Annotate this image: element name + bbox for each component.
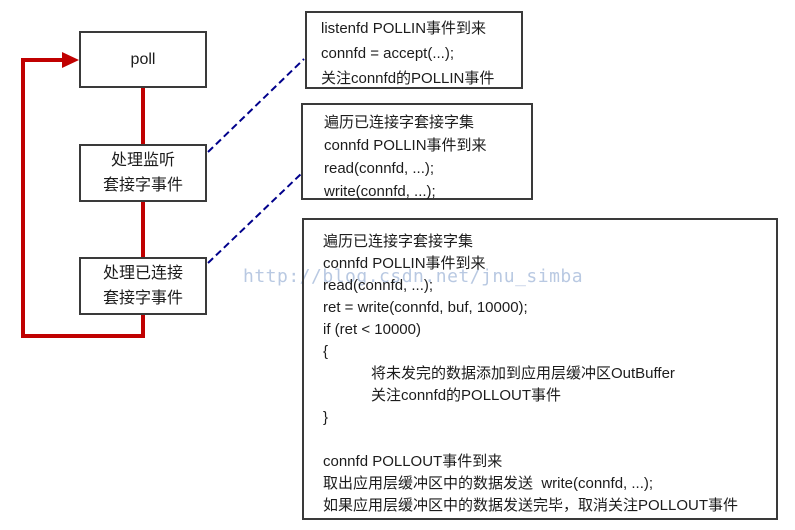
callout-line: write(connfd, ...);: [324, 183, 436, 200]
connected-callout-dashed-connector: [207, 172, 303, 264]
callout-line: connfd POLLIN事件到来: [323, 255, 486, 272]
callout-line: 将未发完的数据添加到应用层缓冲区OutBuffer: [371, 365, 675, 382]
handle-listen-line1: 处理监听: [110, 152, 175, 169]
csdn-watermark: http://blog.csdn.net/jnu_simba: [243, 266, 584, 287]
callout-line: }: [323, 409, 329, 426]
callout-line: [323, 429, 776, 451]
poll-box-label: poll: [130, 51, 156, 68]
callout-line: if (ret < 10000): [323, 321, 421, 338]
callout-line: 取出应用层缓冲区中的数据发送 write(connfd, ...);: [323, 475, 654, 492]
loop-arrowhead-icon: [62, 52, 79, 68]
callout-line: connfd = accept(...);: [321, 45, 454, 62]
callout-line: listenfd POLLIN事件到来: [321, 20, 487, 37]
callout-line: 如果应用层缓冲区中的数据发送完毕，取消关注POLLOUT事件: [323, 497, 739, 514]
callout-line: read(connfd, ...);: [324, 160, 435, 177]
callout-line: ret = write(connfd, buf, 10000);: [323, 299, 528, 316]
buffered-write-callout: 遍历已连接字套接字集 connfd POLLIN事件到来 read(connfd…: [302, 218, 778, 520]
callout-line: 关注connfd的POLLOUT事件: [371, 387, 562, 404]
connected-pollin-callout: 遍历已连接字套接字集 connfd POLLIN事件到来 read(connfd…: [301, 103, 533, 200]
callout-line: {: [323, 343, 329, 360]
handle-connected-socket-box: 处理已连接 套接字事件: [79, 257, 207, 315]
handle-listen-line2: 套接字事件: [102, 177, 183, 194]
callout-line: 遍历已连接字套接字集: [324, 114, 475, 131]
loop-arrow-line: [21, 58, 145, 338]
handle-listen-socket-box: 处理监听 套接字事件: [79, 144, 207, 202]
callout-line: read(connfd, ...);: [323, 277, 434, 294]
listen-callout-dashed-connector: [207, 58, 305, 153]
callout-line: 关注connfd的POLLIN事件: [321, 70, 495, 87]
listen-event-callout: listenfd POLLIN事件到来 connfd = accept(...)…: [305, 11, 523, 89]
poll-box: poll: [79, 31, 207, 88]
handle-connected-line2: 套接字事件: [102, 290, 183, 307]
callout-line: connfd POLLIN事件到来: [324, 137, 487, 154]
handle-connected-line1: 处理已连接: [102, 265, 183, 282]
callout-line: 遍历已连接字套接字集: [323, 233, 474, 250]
callout-line: connfd POLLOUT事件到来: [323, 453, 503, 470]
